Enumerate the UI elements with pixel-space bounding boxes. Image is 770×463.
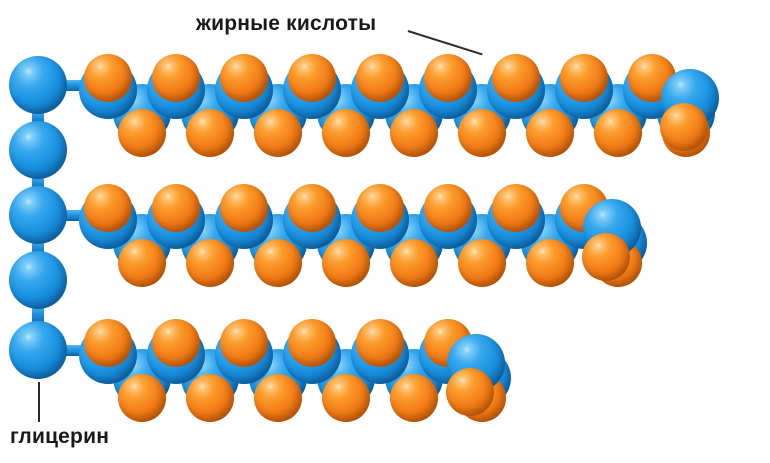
chain-1-hydrogen-bottom-5: [390, 109, 438, 157]
chain-2-hydrogen-top-7: [492, 184, 540, 232]
chain-1-hydrogen-bottom-6: [458, 109, 506, 157]
chain-3-hydrogen-top-1: [84, 319, 132, 367]
chain-2-hydrogen-bottom-4: [322, 239, 370, 287]
chain-2-hydrogen-bottom-3: [254, 239, 302, 287]
chain-1-hydrogen-top-2: [152, 54, 200, 102]
chain-1-hydrogen-bottom-1: [118, 109, 166, 157]
chain-3-hydrogen-top-5: [356, 319, 404, 367]
chain-3-link-bond: [61, 345, 87, 356]
glycerin-label: глицерин: [10, 425, 110, 448]
chain-1-hydrogen-top-7: [492, 54, 540, 102]
chain-2-hydrogen-top-6: [424, 184, 472, 232]
chain-3-terminal-hydrogen: [446, 368, 494, 416]
glycerin-carbon-3: [9, 186, 67, 244]
chain-2-hydrogen-top-2: [152, 184, 200, 232]
glycerin-carbon-1: [9, 56, 67, 114]
glycerin-carbon-4: [9, 251, 67, 309]
chain-2-hydrogen-top-5: [356, 184, 404, 232]
chain-1-hydrogen-top-8: [560, 54, 608, 102]
chain-1-terminal-hydrogen: [660, 103, 708, 151]
chain-3-hydrogen-bottom-5: [390, 374, 438, 422]
chain-1-hydrogen-bottom-3: [254, 109, 302, 157]
chain-3-hydrogen-bottom-3: [254, 374, 302, 422]
glycerin-leader-line: [38, 382, 40, 422]
chain-1-hydrogen-bottom-4: [322, 109, 370, 157]
glycerin-bond-4: [32, 305, 44, 325]
chain-2-hydrogen-top-1: [84, 184, 132, 232]
chain-3-hydrogen-top-2: [152, 319, 200, 367]
chain-1-hydrogen-top-4: [288, 54, 336, 102]
chain-3-hydrogen-bottom-4: [322, 374, 370, 422]
chain-2-hydrogen-top-3: [220, 184, 268, 232]
chain-3-hydrogen-bottom-2: [186, 374, 234, 422]
glycerin-carbon-5: [9, 321, 67, 379]
glycerin-carbon-2: [9, 121, 67, 179]
chain-2-terminal-hydrogen: [582, 233, 630, 281]
chain-1-hydrogen-bottom-8: [594, 109, 642, 157]
chain-2-hydrogen-top-4: [288, 184, 336, 232]
chain-3-hydrogen-top-3: [220, 319, 268, 367]
chain-3-hydrogen-top-4: [288, 319, 336, 367]
chain-1-hydrogen-top-6: [424, 54, 472, 102]
chain-1-hydrogen-bottom-7: [526, 109, 574, 157]
chain-2-hydrogen-bottom-2: [186, 239, 234, 287]
chain-1-link-bond: [61, 80, 87, 91]
chain-3-hydrogen-bottom-1: [118, 374, 166, 422]
chain-1-hydrogen-top-1: [84, 54, 132, 102]
chain-1-hydrogen-top-5: [356, 54, 404, 102]
fatty-acids-leader-line: [407, 30, 483, 56]
chain-2-hydrogen-bottom-7: [526, 239, 574, 287]
chain-2-link-bond: [61, 210, 87, 221]
fatty-acids-label: жирные кислоты: [196, 12, 377, 35]
chain-1-hydrogen-top-3: [220, 54, 268, 102]
chain-2-hydrogen-bottom-5: [390, 239, 438, 287]
chain-2-hydrogen-bottom-6: [458, 239, 506, 287]
chain-1-hydrogen-bottom-2: [186, 109, 234, 157]
chain-2-hydrogen-bottom-1: [118, 239, 166, 287]
